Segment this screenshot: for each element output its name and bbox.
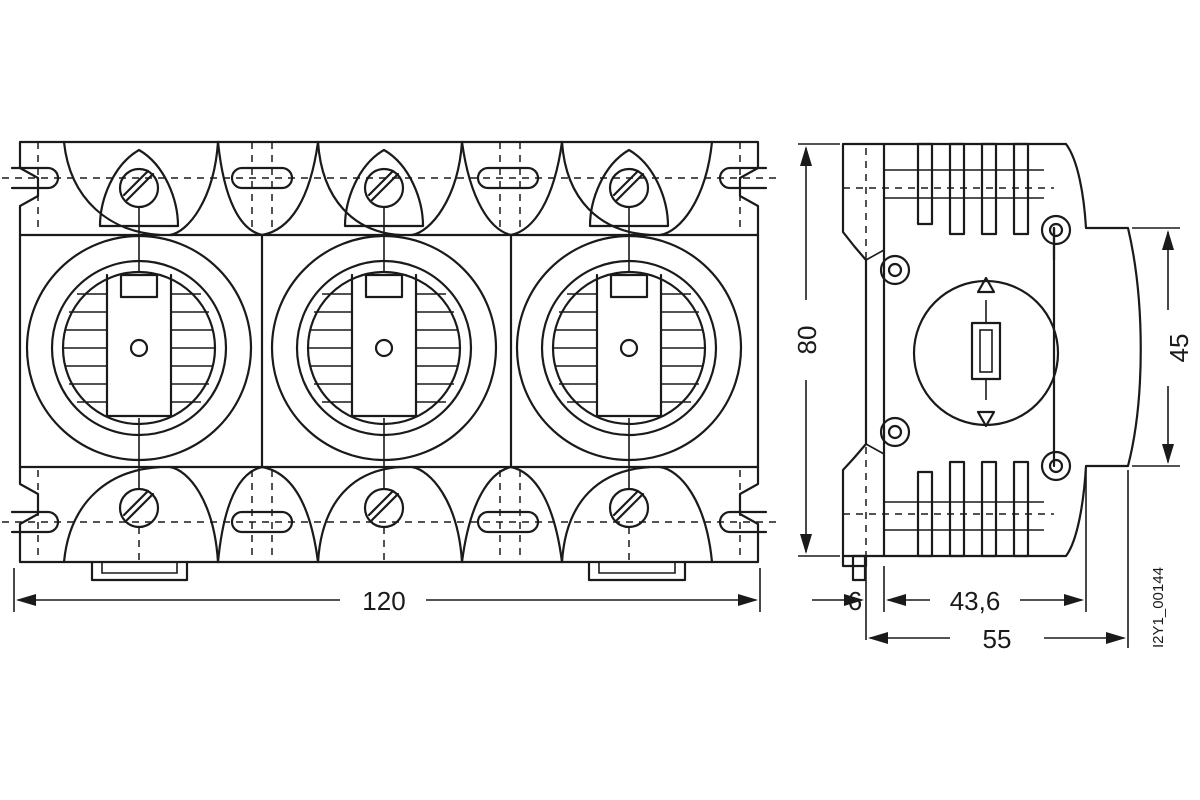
height-dimension: 80	[792, 143, 840, 557]
dimension-label-depth: 55	[983, 624, 1012, 654]
dimension-label-height: 80	[792, 326, 822, 355]
depth-dimensions: 6 43,6 55	[812, 470, 1129, 654]
dimension-label-inner-height: 45	[1164, 334, 1194, 363]
dimension-label-offset: 6	[848, 586, 862, 616]
dimension-label-width: 120	[362, 586, 405, 616]
dimension-label-depth-inner: 43,6	[950, 586, 1001, 616]
front-view	[2, 140, 776, 582]
side-view	[841, 142, 1142, 582]
width-dimension: 120	[13, 568, 761, 616]
inner-height-dimension: 45	[1132, 227, 1194, 467]
drawing-id: I2Y1_00144	[1150, 567, 1167, 648]
